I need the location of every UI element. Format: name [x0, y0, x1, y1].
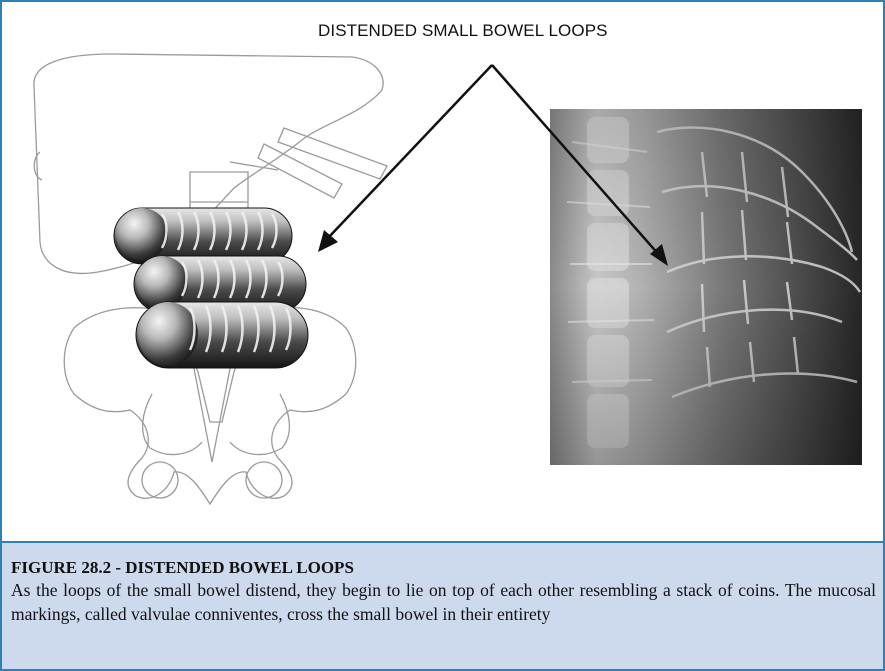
obturator-foramen-left	[142, 462, 178, 498]
bowel-loop-3	[136, 302, 308, 368]
obturator-foramen-right	[246, 462, 282, 498]
arrow-head-diagram	[318, 230, 338, 252]
arrow-to-diagram	[328, 65, 492, 238]
bowel-loops	[114, 208, 308, 368]
abdominal-xray	[550, 109, 862, 465]
rib-2	[258, 144, 342, 198]
callout-label: DISTENDED SMALL BOWEL LOOPS	[318, 21, 608, 41]
rib-1	[278, 128, 387, 179]
caption-title: FIGURE 28.2 - DISTENDED BOWEL LOOPS	[11, 557, 876, 579]
caption-text: As the loops of the small bowel distend,…	[11, 579, 876, 626]
pelvic-inlet	[143, 394, 290, 455]
liver-lobe-left	[34, 152, 42, 180]
figure-area: DISTENDED SMALL BOWEL LOOPS	[2, 2, 883, 541]
figure-caption: FIGURE 28.2 - DISTENDED BOWEL LOOPS As t…	[2, 541, 883, 669]
figure-artwork	[2, 2, 883, 541]
